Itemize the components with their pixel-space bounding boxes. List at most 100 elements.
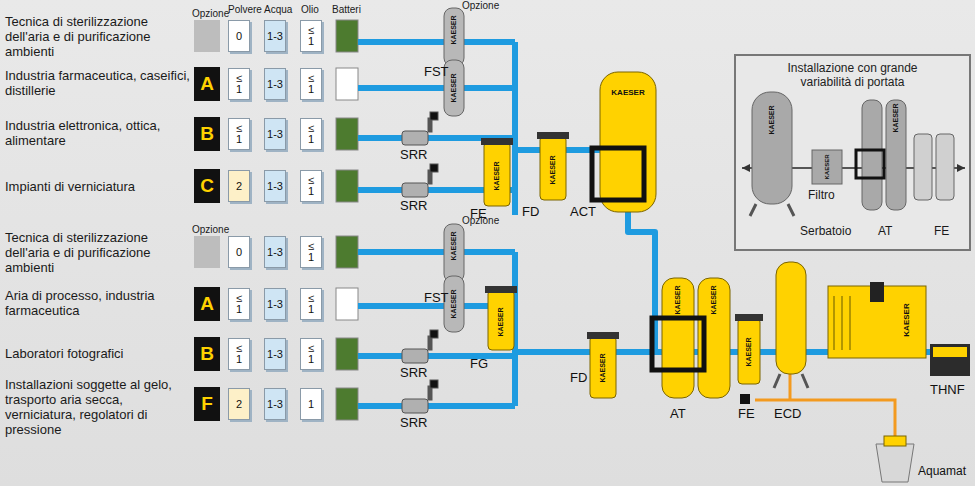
- part-name: SRR: [400, 147, 427, 162]
- brand-mark: KAESER: [599, 353, 607, 382]
- class-value: 2: [236, 181, 242, 192]
- quality-class-cell: 1: [300, 388, 322, 420]
- inset-label: Serbatoio: [800, 224, 851, 238]
- brand-mark: KAESER: [450, 289, 458, 318]
- class-letter-box: F: [194, 387, 220, 421]
- class-value: 0: [236, 31, 242, 42]
- class-letter-box: A: [194, 287, 220, 321]
- quality-class-cell: 2: [228, 388, 250, 420]
- brand-mark: KAESER: [892, 103, 900, 132]
- class-value: ≤ 1: [308, 123, 314, 145]
- class-value: B: [200, 123, 214, 145]
- quality-class-cell: ≤ 1: [300, 20, 322, 52]
- inset-panel: Installazione con grande variabilità di …: [735, 55, 970, 250]
- part-name: Aquamat: [918, 464, 966, 478]
- class-letter-box: B: [194, 117, 220, 151]
- class-value: 1-3: [267, 31, 283, 42]
- class-value: ≤ 1: [236, 73, 242, 95]
- application-text: Industria farmaceutica, caseifici, disti…: [5, 68, 191, 98]
- column-header: Olio: [301, 4, 319, 16]
- column-header: Acqua: [264, 4, 292, 16]
- column-header: Polvere: [228, 4, 262, 16]
- quality-class-cell: ≤ 1: [228, 68, 250, 100]
- brand-mark: KAESER: [611, 88, 644, 97]
- part-name: FE: [470, 206, 487, 221]
- brand-mark: KAESER: [549, 155, 557, 184]
- column-header: Batteri: [332, 4, 361, 16]
- class-value: ≤ 1: [308, 25, 314, 47]
- inset-label: Filtro: [808, 188, 835, 202]
- panel-title: Installazione con grande variabilità di …: [778, 61, 928, 89]
- part-name: SRR: [400, 415, 427, 430]
- part-name: SRR: [400, 365, 427, 380]
- class-value: ≤ 1: [308, 343, 314, 365]
- class-letter-box: A: [194, 67, 220, 101]
- quality-class-cell: ≤ 1: [228, 288, 250, 320]
- class-value: 1-3: [267, 79, 283, 90]
- class-value: B: [200, 343, 214, 365]
- brand-mark: KAESER: [674, 285, 682, 314]
- class-value: ≤ 1: [308, 241, 314, 263]
- quality-class-cell: 1-3: [264, 236, 286, 268]
- quality-class-cell: 1-3: [264, 288, 286, 320]
- class-value: F: [201, 393, 213, 415]
- quality-class-cell: ≤ 1: [300, 118, 322, 150]
- quality-class-cell: 2: [228, 170, 250, 202]
- quality-class-cell: ≤ 1: [228, 118, 250, 150]
- part-name: FG: [470, 356, 488, 371]
- class-value: 1-3: [267, 299, 283, 310]
- part-name: FST: [424, 290, 449, 305]
- part-name: SRR: [400, 198, 427, 213]
- brand-mark: KAESER: [497, 307, 505, 336]
- part-name: FD: [522, 204, 539, 219]
- class-value: 1: [308, 399, 314, 410]
- class-value: A: [200, 73, 214, 95]
- class-letter-box: B: [194, 337, 220, 371]
- inset-label: AT: [878, 224, 892, 238]
- quality-class-cell: 1-3: [264, 388, 286, 420]
- application-text: Aria di processo, industria farmaceutica: [5, 288, 191, 318]
- quality-class-cell: 1-3: [264, 118, 286, 150]
- part-name: ACT: [570, 204, 596, 219]
- quality-class-cell: ≤ 1: [300, 288, 322, 320]
- application-text: Laboratori fotografici: [5, 346, 191, 361]
- option-note: Opzione: [462, 0, 499, 12]
- quality-class-cell: 1-3: [264, 68, 286, 100]
- class-value: C: [200, 175, 214, 197]
- part-name: THNF: [930, 382, 965, 397]
- class-value: 1-3: [267, 129, 283, 140]
- class-letter-box: C: [194, 169, 220, 203]
- quality-class-cell: 1-3: [264, 170, 286, 202]
- quality-class-cell: 1-3: [264, 338, 286, 370]
- quality-class-cell: 0: [228, 20, 250, 52]
- brand-mark: KAESER: [450, 231, 458, 260]
- class-value: A: [200, 293, 214, 315]
- option-note: Opzione: [192, 224, 229, 236]
- brand-mark: KAESER: [768, 105, 776, 134]
- class-value: 1-3: [267, 399, 283, 410]
- brand-mark: KAESER: [710, 285, 718, 314]
- class-value: 1-3: [267, 181, 283, 192]
- brand-mark: KAESER: [824, 154, 831, 179]
- application-text: Tecnica di sterilizzazione dell'aria e d…: [5, 230, 191, 275]
- brand-mark: KAESER: [450, 73, 458, 102]
- application-text: Tecnica di sterilizzazione dell'aria e d…: [5, 14, 191, 59]
- class-value: ≤ 1: [236, 123, 242, 145]
- brand-mark: KAESER: [450, 15, 458, 44]
- quality-class-cell: ≤ 1: [300, 68, 322, 100]
- brand-mark: KAESER: [493, 161, 501, 190]
- quality-class-cell: ≤ 1: [300, 338, 322, 370]
- option-note: Opzione: [192, 8, 229, 20]
- part-name: FD: [570, 370, 587, 385]
- class-value: ≤ 1: [308, 175, 314, 197]
- brand-mark: KAESER: [745, 337, 753, 366]
- part-name: FST: [424, 64, 449, 79]
- class-value: ≤ 1: [308, 73, 314, 95]
- application-text: Impianti di verniciatura: [5, 179, 191, 194]
- quality-class-cell: ≤ 1: [300, 236, 322, 268]
- quality-class-cell: ≤ 1: [300, 170, 322, 202]
- class-value: 0: [236, 247, 242, 258]
- brand-mark: KAESER: [902, 303, 911, 336]
- quality-class-cell: 1-3: [264, 20, 286, 52]
